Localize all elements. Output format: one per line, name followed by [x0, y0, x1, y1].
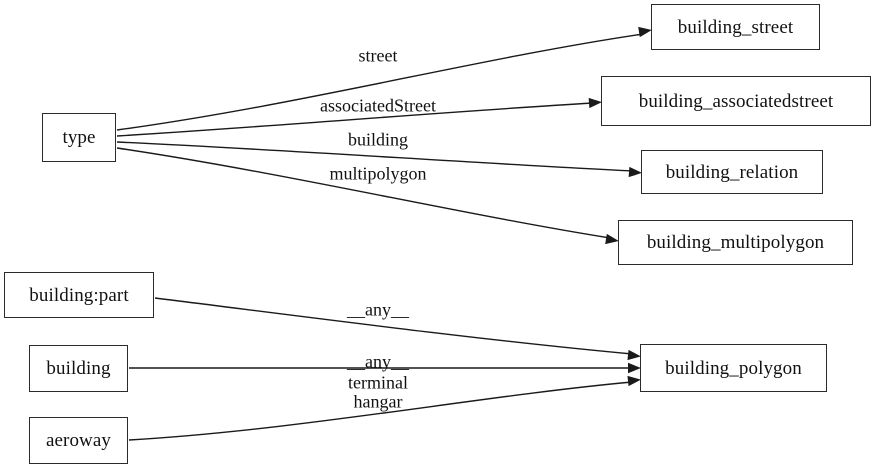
node-building_associatedstreet[interactable]: building_associatedstreet — [601, 76, 871, 126]
edge-label-type-multipolygon: multipolygon — [329, 163, 427, 184]
edge-label-type-associatedstreet: associatedStreet — [320, 95, 436, 116]
node-label: building_associatedstreet — [638, 90, 834, 112]
node-building_multipolygon[interactable]: building_multipolygon — [618, 220, 853, 265]
edge-label-line: building — [347, 129, 409, 150]
node-building_street[interactable]: building_street — [651, 4, 820, 50]
node-label: building:part — [29, 284, 129, 306]
node-building_part[interactable]: building:part — [4, 272, 154, 318]
node-label: building_street — [677, 16, 794, 38]
edge-label-line: street — [358, 45, 398, 66]
edge-label-line: __any__ — [347, 351, 409, 372]
node-label: building_multipolygon — [646, 232, 825, 253]
edge-label-type-building: building — [347, 129, 409, 150]
edge-label-type-street: street — [358, 45, 398, 66]
node-aeroway[interactable]: aeroway — [29, 417, 128, 464]
node-label: building — [46, 358, 111, 379]
node-label: building_relation — [665, 161, 799, 183]
node-label: aeroway — [45, 430, 112, 451]
edge-line — [116, 147, 611, 239]
edge-label-line: associatedStreet — [320, 95, 436, 116]
node-building_polygon[interactable]: building_polygon — [640, 344, 827, 392]
edge-label-building-any: __any__ — [347, 351, 409, 372]
node-label: type — [62, 127, 96, 148]
node-type[interactable]: type — [42, 113, 116, 162]
edge-label-buildingpart-any: __any__ — [347, 299, 409, 320]
node-building_relation[interactable]: building_relation — [641, 150, 823, 194]
node-label: building_polygon — [665, 357, 802, 379]
edge-label-line: hangar — [353, 392, 403, 412]
edge-label-line: terminal — [348, 372, 408, 393]
node-building[interactable]: building — [29, 345, 128, 392]
edge-label-line: __any__ — [347, 299, 409, 320]
edge-label-line: multipolygon — [329, 163, 427, 184]
